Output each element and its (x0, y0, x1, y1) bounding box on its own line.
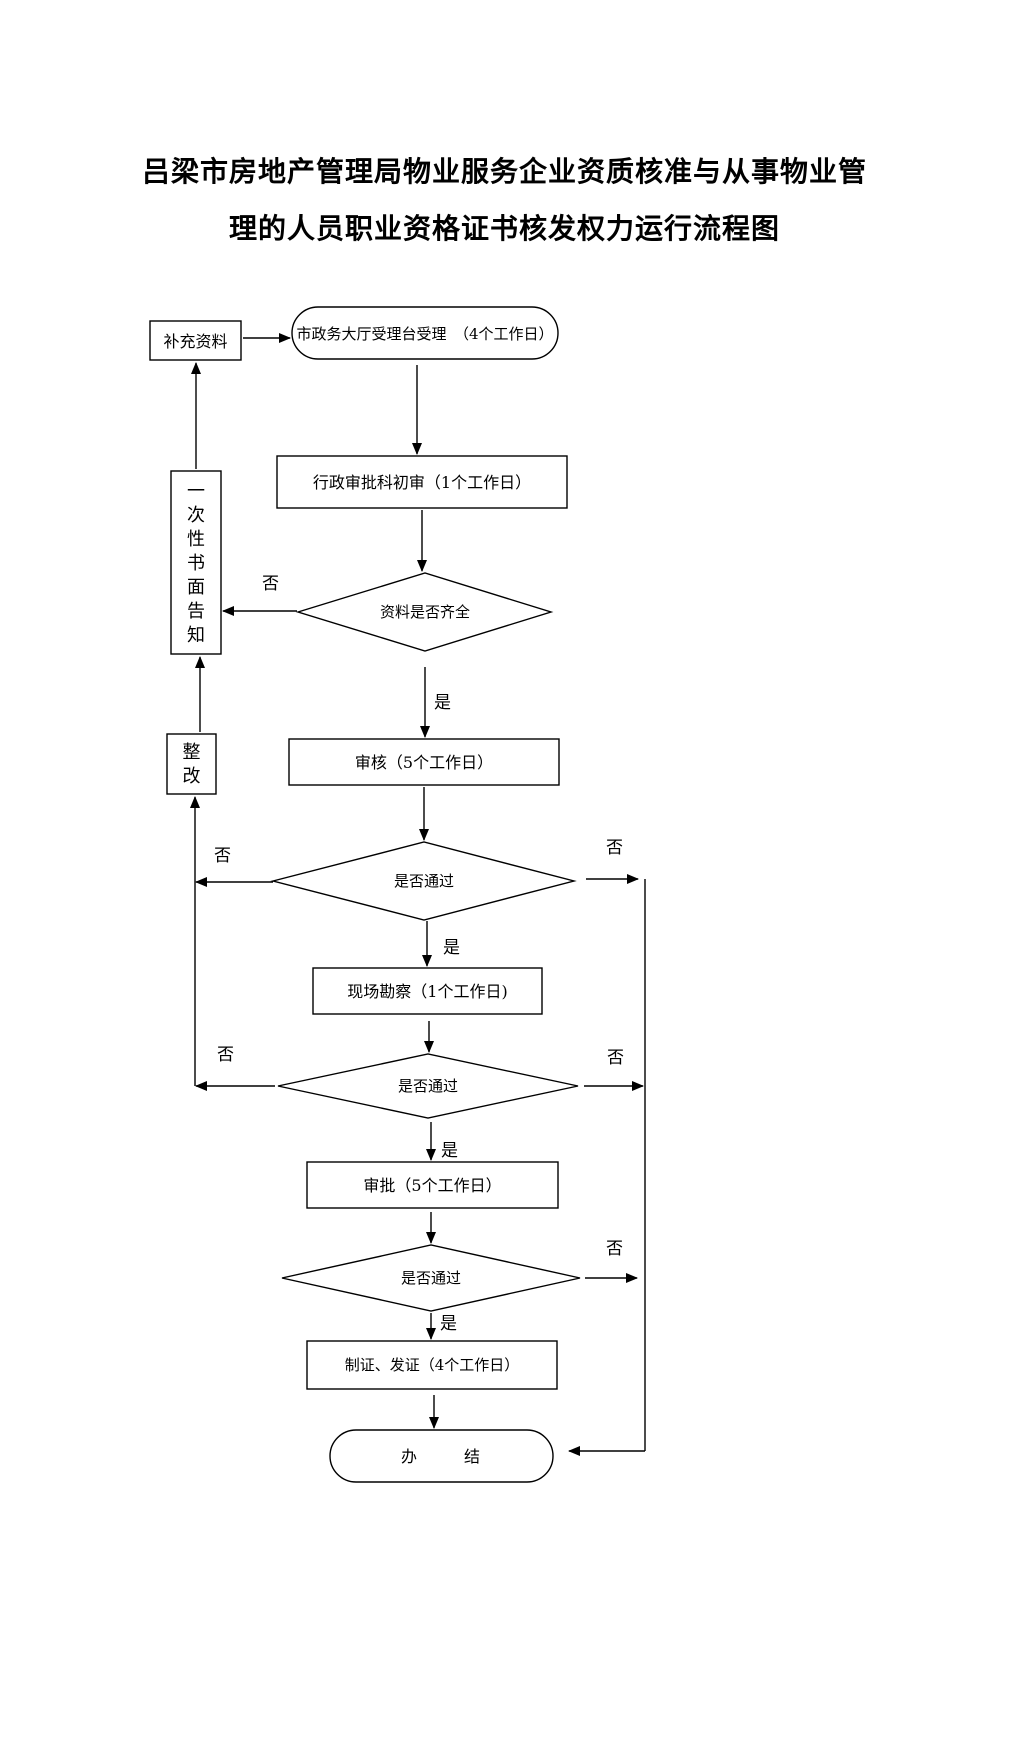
decision-passed-1-label: 是否通过 (394, 872, 454, 890)
node-one-time-notice: 一 次 性 书 面 告 知 (170, 470, 222, 655)
notice-char-6: 告 (187, 601, 205, 622)
page-title-line-1: 吕梁市房地产管理局物业服务企业资质核准与从事物业管 (141, 155, 867, 188)
decision-passed-3-label: 是否通过 (401, 1269, 461, 1287)
label-yes-passed-2: 是 (441, 1141, 458, 1161)
rectify-char-1: 整 (183, 742, 201, 763)
rectify-char-2: 改 (183, 766, 201, 787)
label-no-materials: 否 (262, 574, 279, 594)
node-site-survey-label: 现场勘察（1个工作日) (347, 982, 507, 1001)
decision-passed-3: 是否通过 (281, 1244, 581, 1312)
node-review: 审核（5个工作日） (288, 738, 560, 786)
node-supplement-materials: 补充资料 (149, 320, 242, 361)
node-rectify: 整 改 (166, 733, 217, 795)
node-accept: 市政务大厅受理台受理 （4个工作日） (291, 306, 559, 360)
decision-passed-1: 是否通过 (270, 841, 577, 921)
decision-materials-complete-label: 资料是否齐全 (380, 603, 470, 621)
label-yes-passed-1: 是 (443, 938, 460, 958)
label-no-passed-3-right: 否 (606, 1239, 623, 1259)
node-site-survey: 现场勘察（1个工作日) (312, 967, 543, 1015)
node-approve: 审批（5个工作日） (306, 1161, 559, 1209)
notice-char-4: 书 (187, 553, 205, 574)
label-no-passed-2-left: 否 (217, 1045, 234, 1065)
notice-char-2: 次 (187, 505, 205, 526)
node-issue-certificate: 制证、发证（4个工作日） (306, 1340, 558, 1390)
node-review-label: 审核（5个工作日） (355, 753, 493, 772)
node-accept-label: 市政务大厅受理台受理 （4个工作日） (296, 325, 553, 343)
label-yes-materials: 是 (434, 693, 451, 713)
node-supplement-label: 补充资料 (163, 332, 227, 351)
node-issue-certificate-label: 制证、发证（4个工作日） (345, 1356, 520, 1374)
node-approve-label: 审批（5个工作日） (363, 1176, 501, 1195)
node-initial-review: 行政审批科初审（1个工作日） (276, 455, 568, 509)
node-done-label-left: 办 (401, 1447, 417, 1466)
node-initial-review-label: 行政审批科初审（1个工作日） (313, 473, 531, 492)
notice-char-7: 知 (187, 625, 205, 646)
label-no-passed-1-left: 否 (214, 846, 231, 866)
decision-passed-2: 是否通过 (277, 1053, 579, 1119)
label-no-passed-1-right: 否 (606, 838, 623, 858)
notice-char-1: 一 (187, 481, 205, 502)
label-yes-passed-3: 是 (440, 1314, 457, 1334)
page-title-line-2: 理的人员职业资格证书核发权力运行流程图 (228, 212, 780, 245)
label-no-passed-2-right: 否 (607, 1048, 624, 1068)
decision-passed-2-label: 是否通过 (398, 1077, 458, 1095)
notice-char-3: 性 (187, 529, 205, 550)
decision-materials-complete: 资料是否齐全 (295, 572, 554, 652)
node-done: 办 结 (329, 1429, 554, 1483)
notice-char-5: 面 (187, 577, 205, 598)
node-done-label-right: 结 (464, 1447, 480, 1466)
